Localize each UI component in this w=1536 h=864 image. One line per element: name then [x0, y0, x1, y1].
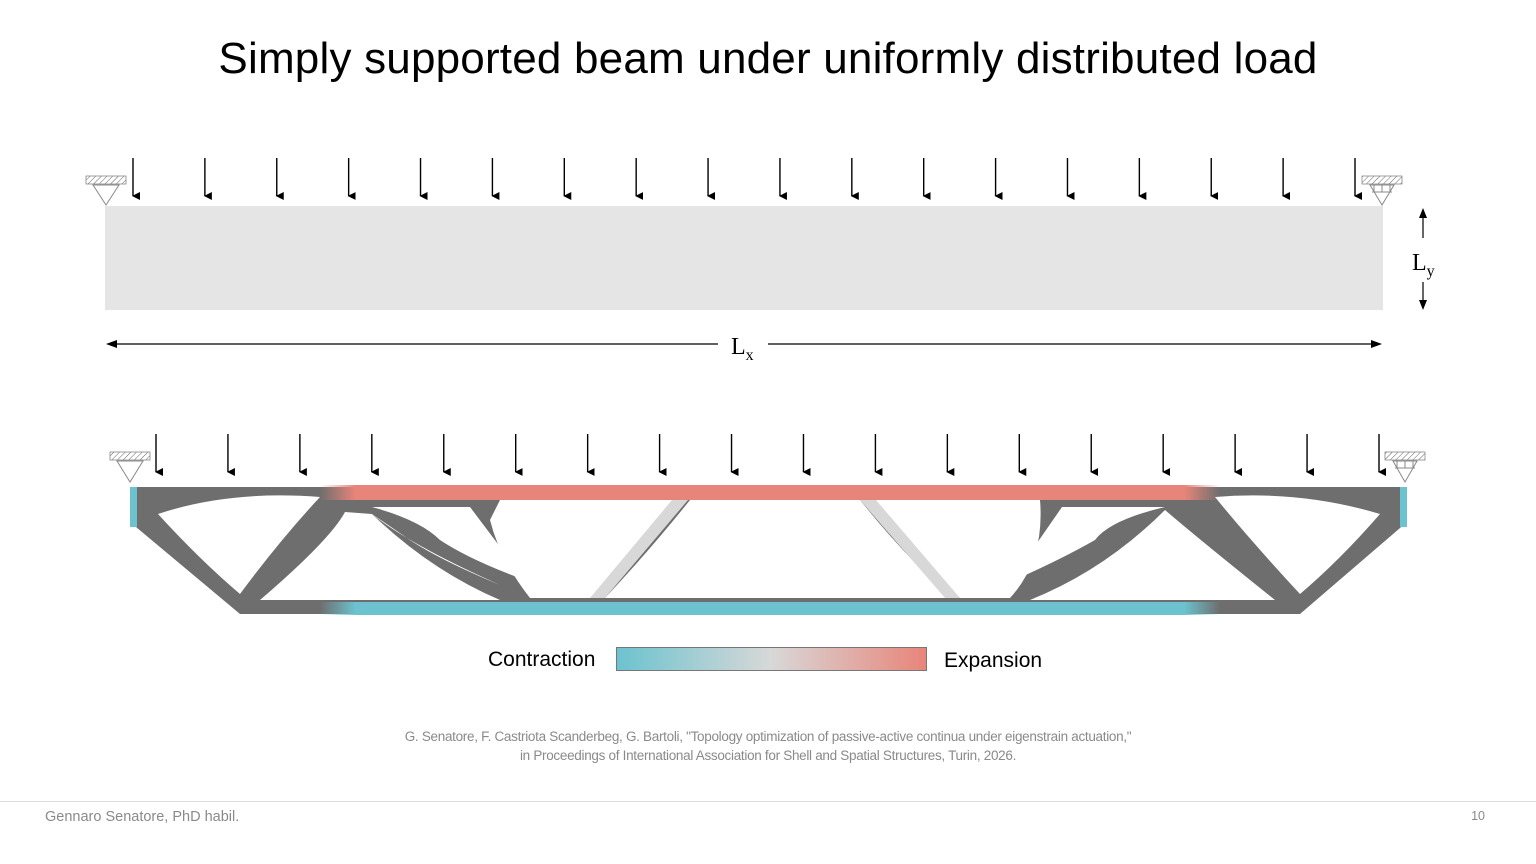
- svg-text:Ly: Ly: [1412, 250, 1435, 280]
- design-domain: [105, 206, 1383, 310]
- legend-expansion-label: Expansion: [944, 649, 1043, 672]
- slide-title: Simply supported beam under uniformly di…: [218, 34, 1318, 83]
- dimension-ly: Ly: [1412, 208, 1435, 310]
- dimension-lx-subscript: x: [746, 347, 754, 364]
- footer-author: Gennaro Senatore, PhD habil.: [45, 809, 240, 825]
- strain-colorbar: [616, 647, 927, 671]
- support-right-top: [1361, 175, 1403, 206]
- support-left-bottom: [109, 451, 151, 483]
- support-right-bottom: [1384, 451, 1426, 484]
- load-arrows-bottom: [155, 434, 1386, 476]
- page-number: 10: [1471, 809, 1485, 823]
- load-arrows-top: [132, 158, 1362, 200]
- dimension-lx-label: L: [731, 334, 746, 360]
- dimension-ly-subscript: y: [1427, 263, 1435, 280]
- footer-divider: [0, 801, 1536, 802]
- svg-text:Lx: Lx: [731, 334, 754, 364]
- support-left-top: [85, 175, 127, 206]
- dimension-ly-label: L: [1412, 250, 1427, 276]
- legend-contraction-label: Contraction: [488, 648, 596, 671]
- dimension-lx: Lx: [106, 334, 1382, 364]
- citation-line-2: in Proceedings of International Associat…: [519, 748, 1017, 763]
- optimized-topology: [130, 485, 1407, 615]
- citation-line-1: G. Senatore, F. Castriota Scanderbeg, G.…: [404, 729, 1132, 744]
